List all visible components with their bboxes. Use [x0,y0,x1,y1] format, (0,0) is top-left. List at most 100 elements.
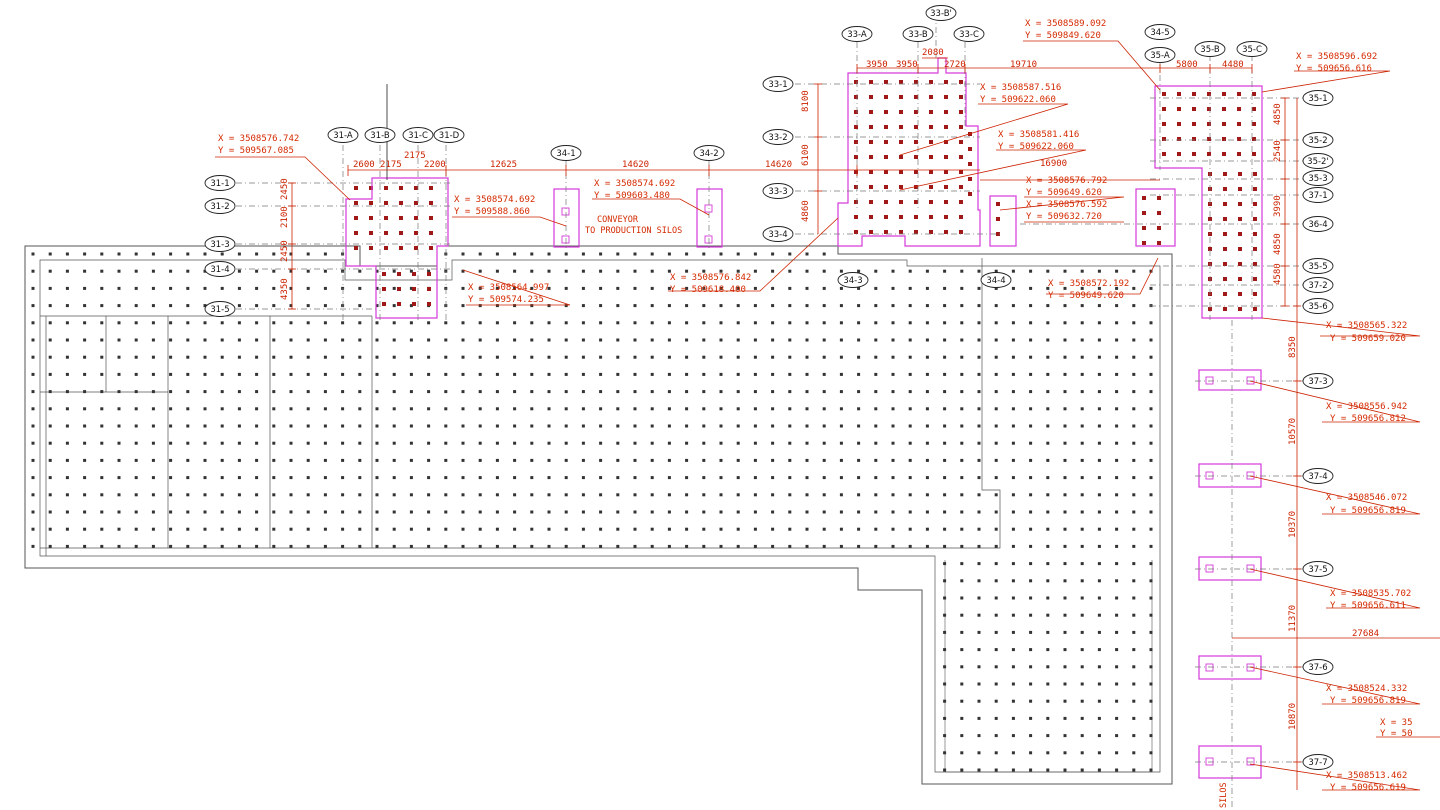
pile [667,372,671,376]
pile [771,527,775,531]
coord-9-y: Y = 509632.720 [1026,212,1102,222]
pile [925,304,929,308]
pile [461,321,465,325]
pile [960,648,964,652]
coord-1-x: X = 3508576.742 [218,134,299,144]
pile [616,510,620,514]
cap-pile [959,230,963,234]
grid-bubble-label: 35-A [1150,51,1170,61]
pile [685,441,689,445]
cap-pile [397,287,401,291]
pile [237,390,241,394]
pile [994,596,998,600]
pile [461,407,465,411]
cap-pile [429,231,433,235]
pile [341,424,345,428]
pile [100,510,104,514]
pile [771,441,775,445]
pile [599,286,603,290]
pile [874,269,878,273]
pile [702,424,706,428]
pile [994,665,998,669]
pile [375,321,379,325]
pile [943,390,947,394]
pile [1011,269,1015,273]
pile [788,510,792,514]
pile [633,544,637,548]
pile [994,630,998,634]
pile [427,424,431,428]
pile [1063,355,1067,359]
pile [392,390,396,394]
grid-bubble-label: 34-5 [1150,28,1169,38]
pile [771,424,775,428]
cap-pile [914,155,918,159]
pile [1132,682,1136,686]
pile [943,424,947,428]
cap-pile [1157,211,1161,215]
pile [564,424,568,428]
pile [581,510,585,514]
pile [169,510,173,514]
pile [1149,338,1153,342]
pile [1029,734,1033,738]
pile [960,699,964,703]
pile [272,476,276,480]
pile [616,286,620,290]
pile [169,527,173,531]
pile [341,338,345,342]
pile [1029,699,1033,703]
pile [943,734,947,738]
pile [564,527,568,531]
pile [977,355,981,359]
pile [1132,544,1136,548]
pile [874,407,878,411]
pile [908,441,912,445]
cap-pile [1253,292,1257,296]
pile [874,424,878,428]
grid-bubble-37-2: 37-2 [1302,277,1334,293]
cap-pile [399,246,403,250]
pile [65,424,69,428]
pile [667,493,671,497]
cap-pile [944,230,948,234]
pile [409,544,413,548]
coordinate-texts: X = 3508576.742 Y = 509567.085 X = 35085… [218,19,1413,793]
pile [117,493,121,497]
pile [1115,476,1119,480]
pile [255,476,259,480]
pile [943,441,947,445]
grid-bubble-label: 33-C [959,30,979,40]
pile [306,493,310,497]
pile [753,338,757,342]
pile [358,372,362,376]
pile [1097,562,1101,566]
pile [667,269,671,273]
pile [805,493,809,497]
pile [633,321,637,325]
pile [1029,269,1033,273]
grid-bubble-37-3: 37-3 [1302,373,1334,389]
pile [1097,286,1101,290]
pile [461,441,465,445]
pile [874,544,878,548]
pile [1080,699,1084,703]
pile [1011,699,1015,703]
pile [822,493,826,497]
cap-pile [384,201,388,205]
pile [1149,510,1153,514]
pile [788,304,792,308]
coord-4-y: Y = 509574.235 [468,295,544,305]
pile [581,252,585,256]
pile [1011,648,1015,652]
pile [289,390,293,394]
pile [289,441,293,445]
pile [960,390,964,394]
cap-pile [929,140,933,144]
cap-pile [914,215,918,219]
pile [409,286,413,290]
pile [272,407,276,411]
cap-pile [914,200,918,204]
pile [685,527,689,531]
pile [702,321,706,325]
